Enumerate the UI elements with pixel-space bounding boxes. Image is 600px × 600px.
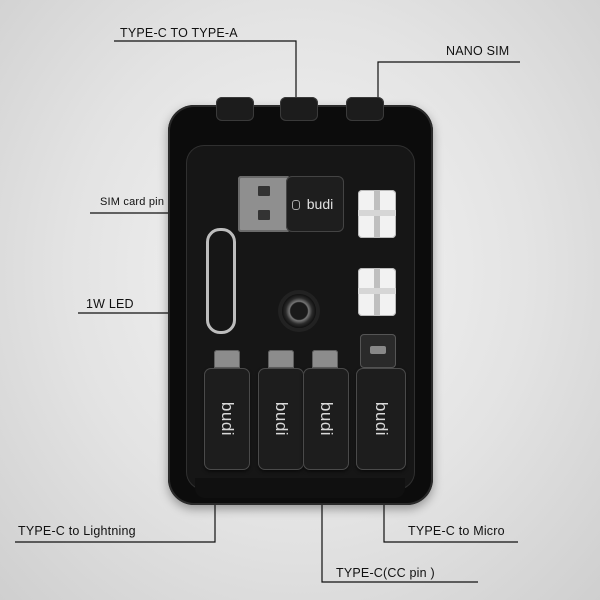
adapter-type-c-cc-pin: budi xyxy=(303,368,349,470)
usb-a-plug xyxy=(238,176,290,232)
nano-sim-card xyxy=(358,190,396,238)
case-hinge-tab xyxy=(346,97,384,121)
adapter-brand-text: budi xyxy=(371,401,391,437)
adapter-brand-text: budi xyxy=(217,401,237,437)
case-hinge-tab xyxy=(280,97,318,121)
micro-usb-plug xyxy=(360,334,396,368)
adapter-type-c-to-lightning: budi xyxy=(204,368,250,470)
nano-sim-card xyxy=(358,268,396,316)
label-nano-sim: NANO SIM xyxy=(446,44,510,58)
line-type-c-cc-pin xyxy=(321,470,478,583)
label-type-c-to-lightning: TYPE-C to Lightning xyxy=(18,524,136,538)
label-led: 1W LED xyxy=(86,297,134,311)
case-bottom-edge xyxy=(195,478,405,498)
adapter-brand-text: budi xyxy=(271,401,291,437)
label-type-c-cc-pin: TYPE-C(CC pin ) xyxy=(336,566,435,580)
label-sim-card-pin: SIM card pin xyxy=(100,196,165,208)
type-c-plug xyxy=(312,350,338,368)
usb-brand-text: budi xyxy=(306,196,334,212)
case-hinge-tab xyxy=(216,97,254,121)
label-type-c-to-micro: TYPE-C to Micro xyxy=(408,524,505,538)
type-c-plug xyxy=(268,350,294,368)
sim-card-pin xyxy=(206,228,236,334)
adapter-brand-text: budi xyxy=(316,401,336,437)
adapter-type-c: budi xyxy=(258,368,304,470)
led-light xyxy=(282,294,316,328)
label-type-c-to-type-a: TYPE-C TO TYPE-A xyxy=(120,26,238,40)
lightning-plug xyxy=(214,350,240,368)
usb-adapter-body: budi xyxy=(286,176,344,232)
adapter-type-c-to-micro: budi xyxy=(356,368,406,470)
